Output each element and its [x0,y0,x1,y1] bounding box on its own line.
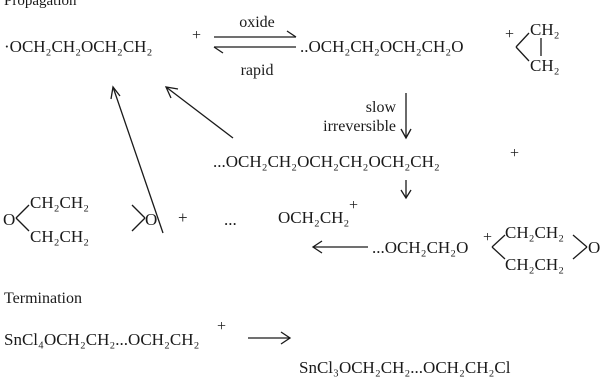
dioxane-o-left: O [3,210,15,229]
charge-plus: + [483,229,492,246]
ring-ch2ch2-top: CH₂CH₂ [505,223,564,242]
arrow-left-cleavage [311,240,368,254]
oxonium-ring-bonds [491,234,588,260]
termination-arrow [248,331,292,345]
ellipsis: ... [224,210,237,229]
charge-plus: + [505,26,514,43]
carbocation-fragment: OCH₂CH₂ [278,208,349,227]
charge-plus: + [510,145,519,162]
termination-product: SnCl₃OCH₂CH₂...OCH₂CH₂Cl [299,358,511,377]
extended-chain: ...OCH₂CH₂OCH₂CH₂OCH₂CH₂ [213,152,440,171]
charge-plus: + [217,318,226,335]
growing-chain-left: ·OCH₂CH₂OCH₂CH₂ [4,37,152,56]
epoxide-ch2-top: CH₂ [530,20,560,39]
charge-plus: + [192,27,201,44]
arrow-down-slow [400,93,412,140]
termination-heading: Termination [4,290,82,307]
label-irreversible: irreversible [323,118,396,135]
section-header-propagation: Propagation [4,0,77,9]
oxonium-chain: ..OCH₂CH₂OCH₂CH₂O [300,37,464,56]
label-rapid: rapid [241,62,274,79]
epoxide-ch2-bottom: CH₂ [530,56,560,75]
label-slow: slow [366,99,397,116]
plus-sign: + [178,208,188,227]
charge-plus: + [349,197,358,214]
dioxane-ch2ch2-bottom: CH₂CH₂ [30,227,89,246]
arrows-back-to-chain [110,85,234,234]
epoxide-ring-bonds [515,32,542,62]
dioxane-ch2ch2-top: CH₂CH₂ [30,193,89,212]
termination-reactant: SnCl₄OCH₂CH₂...OCH₂CH₂ [4,330,199,349]
dioxane-molecule: O CH₂CH₂ CH₂CH₂ O [3,193,157,246]
label-oxide: oxide [239,14,275,31]
ring-ch2ch2-bottom: CH₂CH₂ [505,255,564,274]
ring-o-right: O [588,238,600,257]
ring-oxonium-chain: ...OCH₂CH₂O [372,238,468,257]
equilibrium-arrows [213,30,297,54]
arrow-down-small [400,180,412,200]
dioxane-o-right: O [145,210,157,229]
